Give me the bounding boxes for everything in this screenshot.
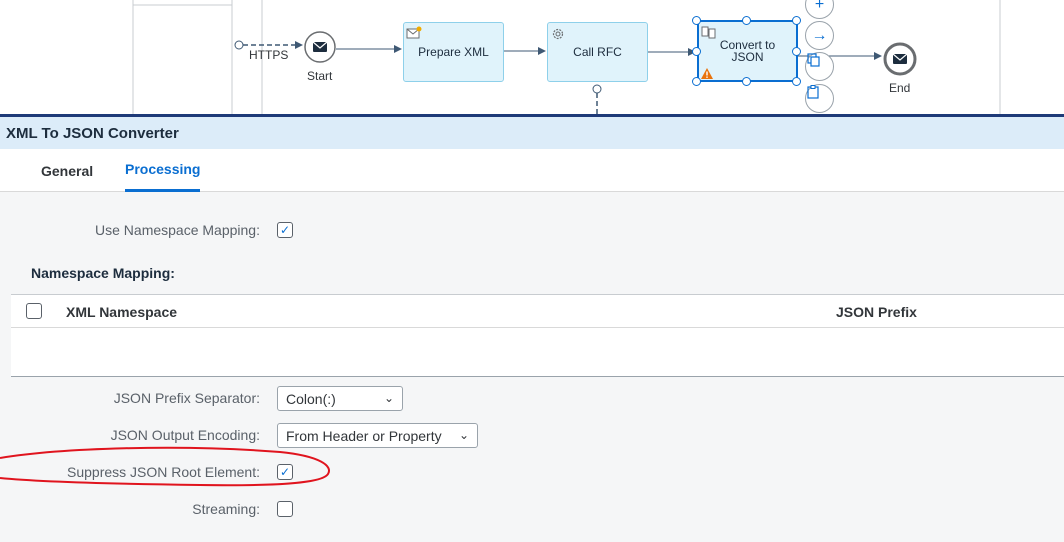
tab-general[interactable]: General bbox=[41, 162, 94, 179]
resize-handle[interactable] bbox=[742, 16, 751, 25]
flow-connections bbox=[132, 0, 1001, 114]
json-prefix-separator-select[interactable]: Colon(:) ⌄ bbox=[277, 386, 403, 411]
resize-handle[interactable] bbox=[692, 77, 701, 86]
plus-icon: + bbox=[814, 0, 825, 13]
tab-processing[interactable]: Processing bbox=[125, 149, 201, 192]
clipboard-icon bbox=[807, 85, 819, 99]
suppress-json-root-label: Suppress JSON Root Element: bbox=[67, 464, 260, 480]
check-icon: ✓ bbox=[279, 223, 291, 237]
resize-handle[interactable] bbox=[692, 16, 701, 25]
step-label: Convert to JSON bbox=[719, 38, 776, 64]
flow-arrowhead bbox=[394, 45, 402, 53]
sender-arrowhead bbox=[295, 41, 303, 49]
streaming-label: Streaming: bbox=[192, 501, 260, 517]
connect-button[interactable]: → bbox=[805, 21, 834, 50]
use-namespace-mapping-label: Use Namespace Mapping: bbox=[95, 222, 260, 238]
arrow-right-icon: → bbox=[811, 26, 828, 44]
column-header-xml-namespace[interactable]: XML Namespace bbox=[66, 304, 178, 320]
step-call-rfc[interactable]: Call RFC bbox=[547, 22, 648, 82]
sender-channel-label: HTTPS bbox=[249, 48, 289, 62]
copy-icon bbox=[807, 53, 820, 67]
start-event-label: Start bbox=[307, 69, 333, 83]
envelope-icon-flap bbox=[312, 41, 328, 49]
json-prefix-separator-label: JSON Prefix Separator: bbox=[113, 390, 260, 406]
flow-arrowhead bbox=[538, 47, 546, 55]
converter-icon bbox=[701, 26, 716, 39]
copy-button[interactable] bbox=[805, 52, 834, 81]
resize-handle[interactable] bbox=[742, 77, 751, 86]
receiver-endpoint bbox=[592, 84, 602, 94]
json-output-encoding-select[interactable]: From Header or Property ⌄ bbox=[277, 423, 478, 448]
gear-icon bbox=[552, 28, 564, 40]
select-all-checkbox[interactable] bbox=[26, 303, 42, 319]
panel-title: XML To JSON Converter bbox=[0, 117, 1064, 149]
selected-value: From Header or Property bbox=[286, 427, 442, 444]
resize-handle[interactable] bbox=[692, 47, 701, 56]
properties-tabs: General Processing bbox=[0, 149, 1064, 192]
streaming-checkbox[interactable] bbox=[277, 501, 293, 517]
step-convert-to-json[interactable]: Convert to JSON bbox=[697, 20, 798, 82]
json-output-encoding-label: JSON Output Encoding: bbox=[110, 427, 260, 443]
integration-flow-canvas[interactable]: HTTPS Start End Prepare XML Call RFC Con… bbox=[0, 0, 1064, 114]
step-label: Call RFC bbox=[573, 45, 622, 59]
step-label: Prepare XML bbox=[418, 45, 489, 59]
warning-icon bbox=[701, 68, 713, 79]
selected-value: Colon(:) bbox=[286, 390, 336, 407]
resize-handle[interactable] bbox=[792, 77, 801, 86]
paste-button[interactable] bbox=[805, 84, 834, 113]
step-prepare-xml[interactable]: Prepare XML bbox=[403, 22, 504, 82]
column-header-json-prefix[interactable]: JSON Prefix bbox=[836, 304, 917, 320]
sender-endpoint bbox=[234, 40, 244, 50]
flow-arrowhead bbox=[874, 52, 882, 60]
end-event-label: End bbox=[889, 81, 911, 95]
content-modifier-icon bbox=[406, 26, 422, 39]
namespace-mapping-table: XML Namespace JSON Prefix bbox=[11, 294, 1064, 377]
envelope-icon-flap bbox=[892, 53, 908, 61]
resize-handle[interactable] bbox=[792, 47, 801, 56]
use-namespace-mapping-checkbox[interactable]: ✓ bbox=[277, 222, 293, 238]
panel-splitter[interactable] bbox=[0, 114, 1064, 117]
suppress-json-root-checkbox[interactable]: ✓ bbox=[277, 464, 293, 480]
check-icon: ✓ bbox=[279, 465, 291, 479]
namespace-mapping-title: Namespace Mapping: bbox=[31, 265, 175, 281]
table-header: XML Namespace JSON Prefix bbox=[11, 295, 1064, 328]
resize-handle[interactable] bbox=[792, 16, 801, 25]
chevron-down-icon: ⌄ bbox=[458, 428, 469, 442]
chevron-down-icon: ⌄ bbox=[383, 391, 394, 405]
